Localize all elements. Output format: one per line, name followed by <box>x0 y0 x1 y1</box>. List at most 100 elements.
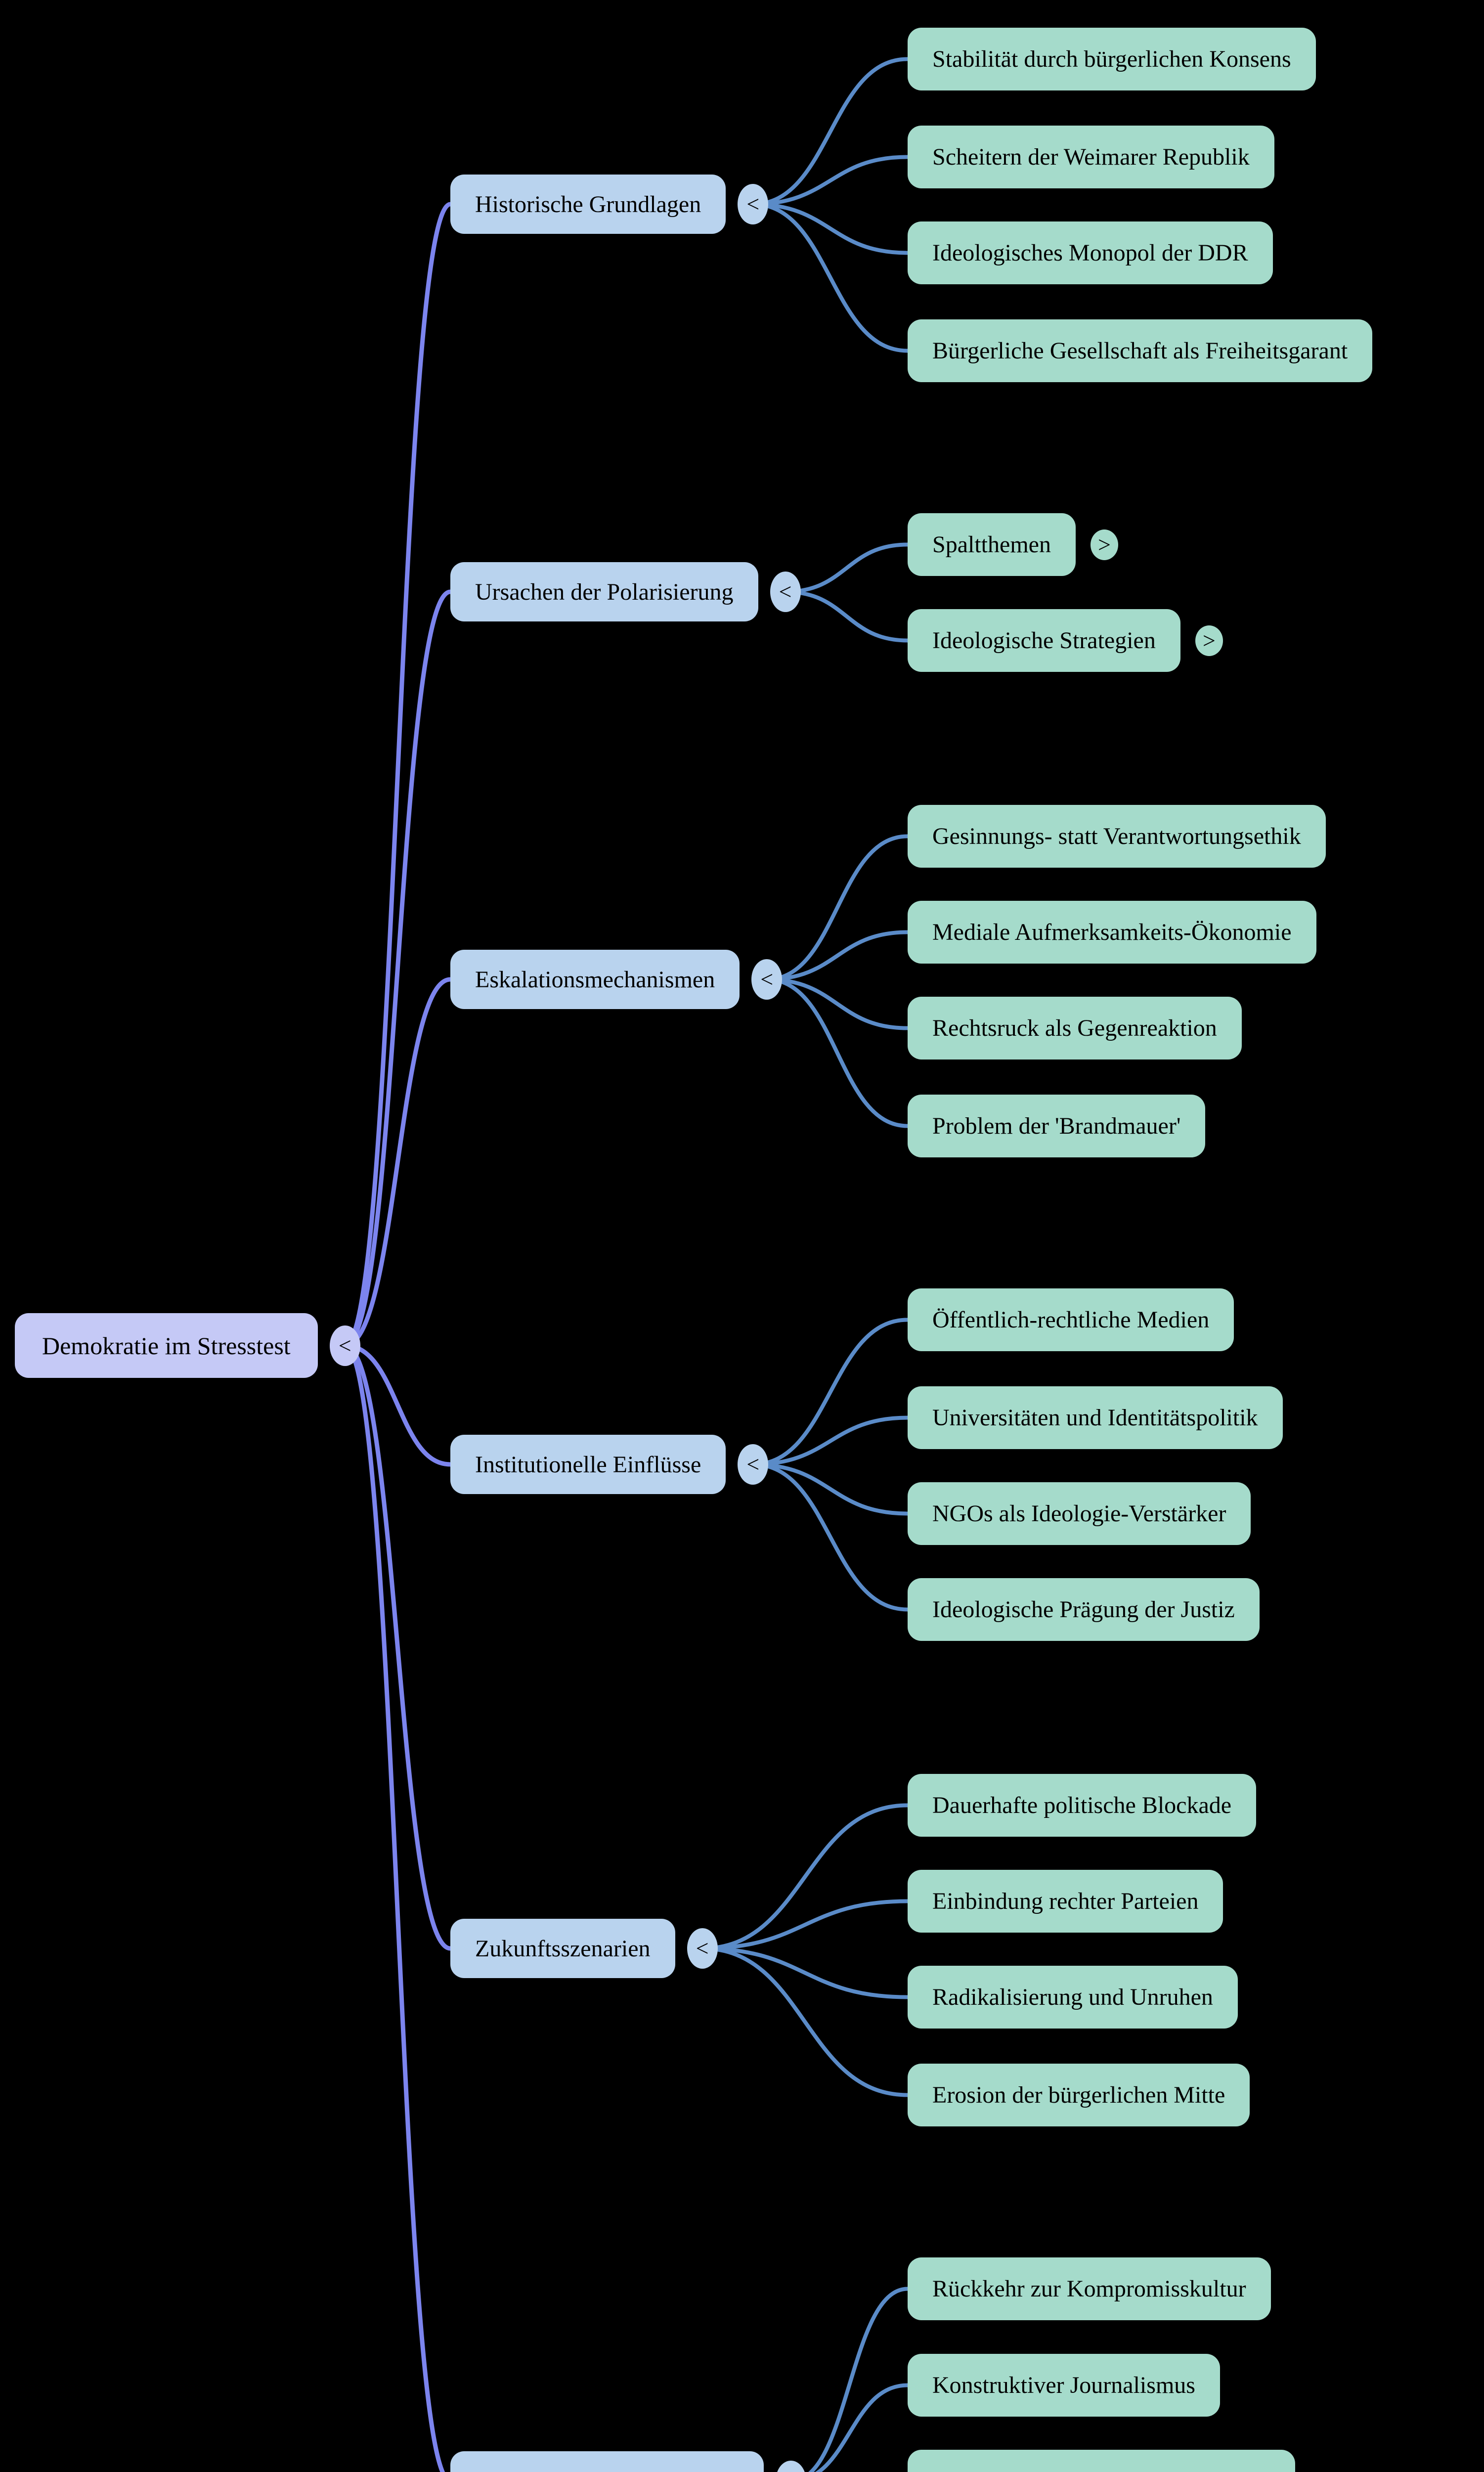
leaf-label: Spaltthemen <box>932 531 1051 558</box>
collapse-toggle-icon[interactable]: < <box>738 184 769 224</box>
mindmap-edge <box>343 1343 453 1951</box>
leaf-label: Gesinnungs- statt Verantwortungsethik <box>932 823 1301 849</box>
leaf-oeffentlich-rechtliche-medien[interactable]: Öffentlich-rechtliche Medien <box>908 1288 1234 1351</box>
leaf-label: Erosion der bürgerlichen Mitte <box>932 2082 1225 2108</box>
leaf-oeffentlich-rechtliche-medien-row: Öffentlich-rechtliche Medien <box>908 1288 1234 1351</box>
leaf-gesinnungsethik-row: Gesinnungs- statt Verantwortungsethik <box>908 805 1326 868</box>
leaf-ngos-row: NGOs als Ideologie-Verstärker <box>908 1482 1251 1545</box>
leaf-label: Bürgerliche Gesellschaft als Freiheitsga… <box>932 338 1348 364</box>
mindmap-edge <box>783 590 910 643</box>
mindmap-edge <box>751 202 910 353</box>
leaf-politische-blockade[interactable]: Dauerhafte politische Blockade <box>908 1774 1257 1837</box>
leaf-label: Mediale Aufmerksamkeits-Ökonomie <box>932 919 1292 945</box>
mindmap-edge <box>751 1318 910 1466</box>
mindmap-edge <box>700 1946 910 1999</box>
leaf-label: Universitäten und Identitätspolitik <box>932 1405 1258 1431</box>
leaf-stabilitaet-konsens[interactable]: Stabilität durch bürgerlichen Konsens <box>908 28 1316 90</box>
branch-therapieansaetze-row: Therapieansätze (Auswege) < <box>450 2451 807 2472</box>
branch-zukunftsszenarien-row: Zukunftsszenarien < <box>450 1919 718 1978</box>
mindmap-edge <box>700 1899 910 1950</box>
expand-toggle-icon[interactable]: > <box>1090 529 1118 560</box>
leaf-label: Scheitern der Weimarer Republik <box>932 144 1250 170</box>
leaf-weimarer-republik-row: Scheitern der Weimarer Republik <box>908 126 1274 188</box>
leaf-konstruktiver-journalismus[interactable]: Konstruktiver Journalismus <box>908 2354 1220 2417</box>
leaf-brandmauer[interactable]: Problem der 'Brandmauer' <box>908 1095 1206 1157</box>
collapse-toggle-icon[interactable]: < <box>776 2461 807 2472</box>
leaf-rechtsruck[interactable]: Rechtsruck als Gegenreaktion <box>908 997 1242 1059</box>
expand-toggle-icon[interactable]: > <box>1195 625 1223 656</box>
leaf-ngos[interactable]: NGOs als Ideologie-Verstärker <box>908 1482 1251 1545</box>
collapse-toggle-icon[interactable]: < <box>770 572 801 612</box>
leaf-monopol-ddr[interactable]: Ideologisches Monopol der DDR <box>908 221 1273 284</box>
root-collapse-toggle-icon[interactable]: < <box>329 1325 360 1366</box>
leaf-brandmauer-row: Problem der 'Brandmauer' <box>908 1095 1206 1157</box>
branch-label: Ursachen der Polarisierung <box>475 578 734 605</box>
mindmap-edge <box>343 1343 453 1467</box>
leaf-politische-blockade-row: Dauerhafte politische Blockade <box>908 1774 1257 1837</box>
leaf-einbindung-parteien-row: Einbindung rechter Parteien <box>908 1870 1223 1933</box>
branch-label: Historische Grundlagen <box>475 191 701 218</box>
mindmap-edge <box>751 202 910 255</box>
leaf-steuerung-migration-row: Nüchterne Steuerung der Migration <box>908 2450 1295 2472</box>
leaf-justiz[interactable]: Ideologische Prägung der Justiz <box>908 1578 1260 1641</box>
mindmap-edge <box>751 1415 910 1466</box>
collapse-toggle-icon[interactable]: < <box>751 959 783 1000</box>
leaf-freiheitsgarant[interactable]: Bürgerliche Gesellschaft als Freiheitsga… <box>908 319 1373 382</box>
branch-therapieansaetze[interactable]: Therapieansätze (Auswege) <box>450 2451 764 2472</box>
leaf-kompromisskultur[interactable]: Rückkehr zur Kompromisskultur <box>908 2257 1271 2320</box>
mindmap-edge <box>700 1946 910 2097</box>
leaf-label: Ideologische Strategien <box>932 627 1156 654</box>
leaf-ideologische-strategien[interactable]: Ideologische Strategien <box>908 609 1180 672</box>
leaf-label: Einbindung rechter Parteien <box>932 1888 1199 1914</box>
mindmap-edge <box>765 977 910 1030</box>
leaf-rechtsruck-row: Rechtsruck als Gegenreaktion <box>908 997 1242 1059</box>
leaf-aufmerksamkeits-oekonomie-row: Mediale Aufmerksamkeits-Ökonomie <box>908 901 1316 964</box>
leaf-erosion-mitte-row: Erosion der bürgerlichen Mitte <box>908 2064 1250 2126</box>
mindmap-edge <box>765 930 910 981</box>
leaf-spaltthemen-row: Spaltthemen > <box>908 513 1118 576</box>
leaf-aufmerksamkeits-oekonomie[interactable]: Mediale Aufmerksamkeits-Ökonomie <box>908 901 1316 964</box>
mindmap-edge <box>815 2383 910 2472</box>
branch-historische-grundlagen-row: Historische Grundlagen < <box>450 175 769 234</box>
leaf-spaltthemen[interactable]: Spaltthemen <box>908 513 1076 576</box>
leaf-gesinnungsethik[interactable]: Gesinnungs- statt Verantwortungsethik <box>908 805 1326 868</box>
leaf-label: Stabilität durch bürgerlichen Konsens <box>932 46 1291 72</box>
mindmap-edge <box>700 1803 910 1950</box>
leaf-einbindung-parteien[interactable]: Einbindung rechter Parteien <box>908 1870 1223 1933</box>
branch-institutionelle-einfluesse-row: Institutionelle Einflüsse < <box>450 1435 769 1494</box>
collapse-toggle-icon[interactable]: < <box>687 1928 718 1969</box>
leaf-label: Ideologisches Monopol der DDR <box>932 240 1248 266</box>
mindmap-edge <box>343 1343 445 2472</box>
mindmap-edge <box>751 1462 910 1612</box>
leaf-label: Ideologische Prägung der Justiz <box>932 1596 1235 1623</box>
leaf-label: Rückkehr zur Kompromisskultur <box>932 2276 1246 2302</box>
mindmap-edge <box>765 834 910 981</box>
root-node[interactable]: Demokratie im Stresstest <box>15 1313 318 1378</box>
collapse-toggle-icon[interactable]: < <box>738 1444 769 1485</box>
branch-zukunftsszenarien[interactable]: Zukunftsszenarien <box>450 1919 675 1978</box>
leaf-label: Radikalisierung und Unruhen <box>932 1984 1213 2010</box>
branch-institutionelle-einfluesse[interactable]: Institutionelle Einflüsse <box>450 1435 726 1494</box>
leaf-ideologische-strategien-row: Ideologische Strategien > <box>908 609 1223 672</box>
branch-historische-grundlagen[interactable]: Historische Grundlagen <box>450 175 726 234</box>
root-label: Demokratie im Stresstest <box>42 1331 291 1360</box>
leaf-konstruktiver-journalismus-row: Konstruktiver Journalismus <box>908 2354 1220 2417</box>
leaf-stabilitaet-konsens-row: Stabilität durch bürgerlichen Konsens <box>908 28 1316 90</box>
branch-label: Therapieansätze (Auswege) <box>475 2468 739 2472</box>
branch-ursachen-polarisierung[interactable]: Ursachen der Polarisierung <box>450 562 758 621</box>
leaf-label: Problem der 'Brandmauer' <box>932 1113 1181 1139</box>
leaf-label: Dauerhafte politische Blockade <box>932 1792 1232 1818</box>
leaf-weimarer-republik[interactable]: Scheitern der Weimarer Republik <box>908 126 1274 188</box>
leaf-erosion-mitte[interactable]: Erosion der bürgerlichen Mitte <box>908 2064 1250 2126</box>
branch-label: Zukunftsszenarien <box>475 1935 651 1962</box>
leaf-label: Konstruktiver Journalismus <box>932 2372 1195 2398</box>
leaf-radikalisierung-row: Radikalisierung und Unruhen <box>908 1966 1238 2029</box>
mindmap-edge <box>343 977 453 1348</box>
leaf-radikalisierung[interactable]: Radikalisierung und Unruhen <box>908 1966 1238 2029</box>
leaf-universitaeten[interactable]: Universitäten und Identitätspolitik <box>908 1386 1283 1449</box>
leaf-label: Öffentlich-rechtliche Medien <box>932 1307 1210 1333</box>
branch-eskalationsmechanismen[interactable]: Eskalationsmechanismen <box>450 950 740 1009</box>
branch-label: Institutionelle Einflüsse <box>475 1451 701 1478</box>
leaf-label: Nüchterne Steuerung der Migration <box>932 2468 1270 2472</box>
leaf-steuerung-migration[interactable]: Nüchterne Steuerung der Migration <box>908 2450 1295 2472</box>
